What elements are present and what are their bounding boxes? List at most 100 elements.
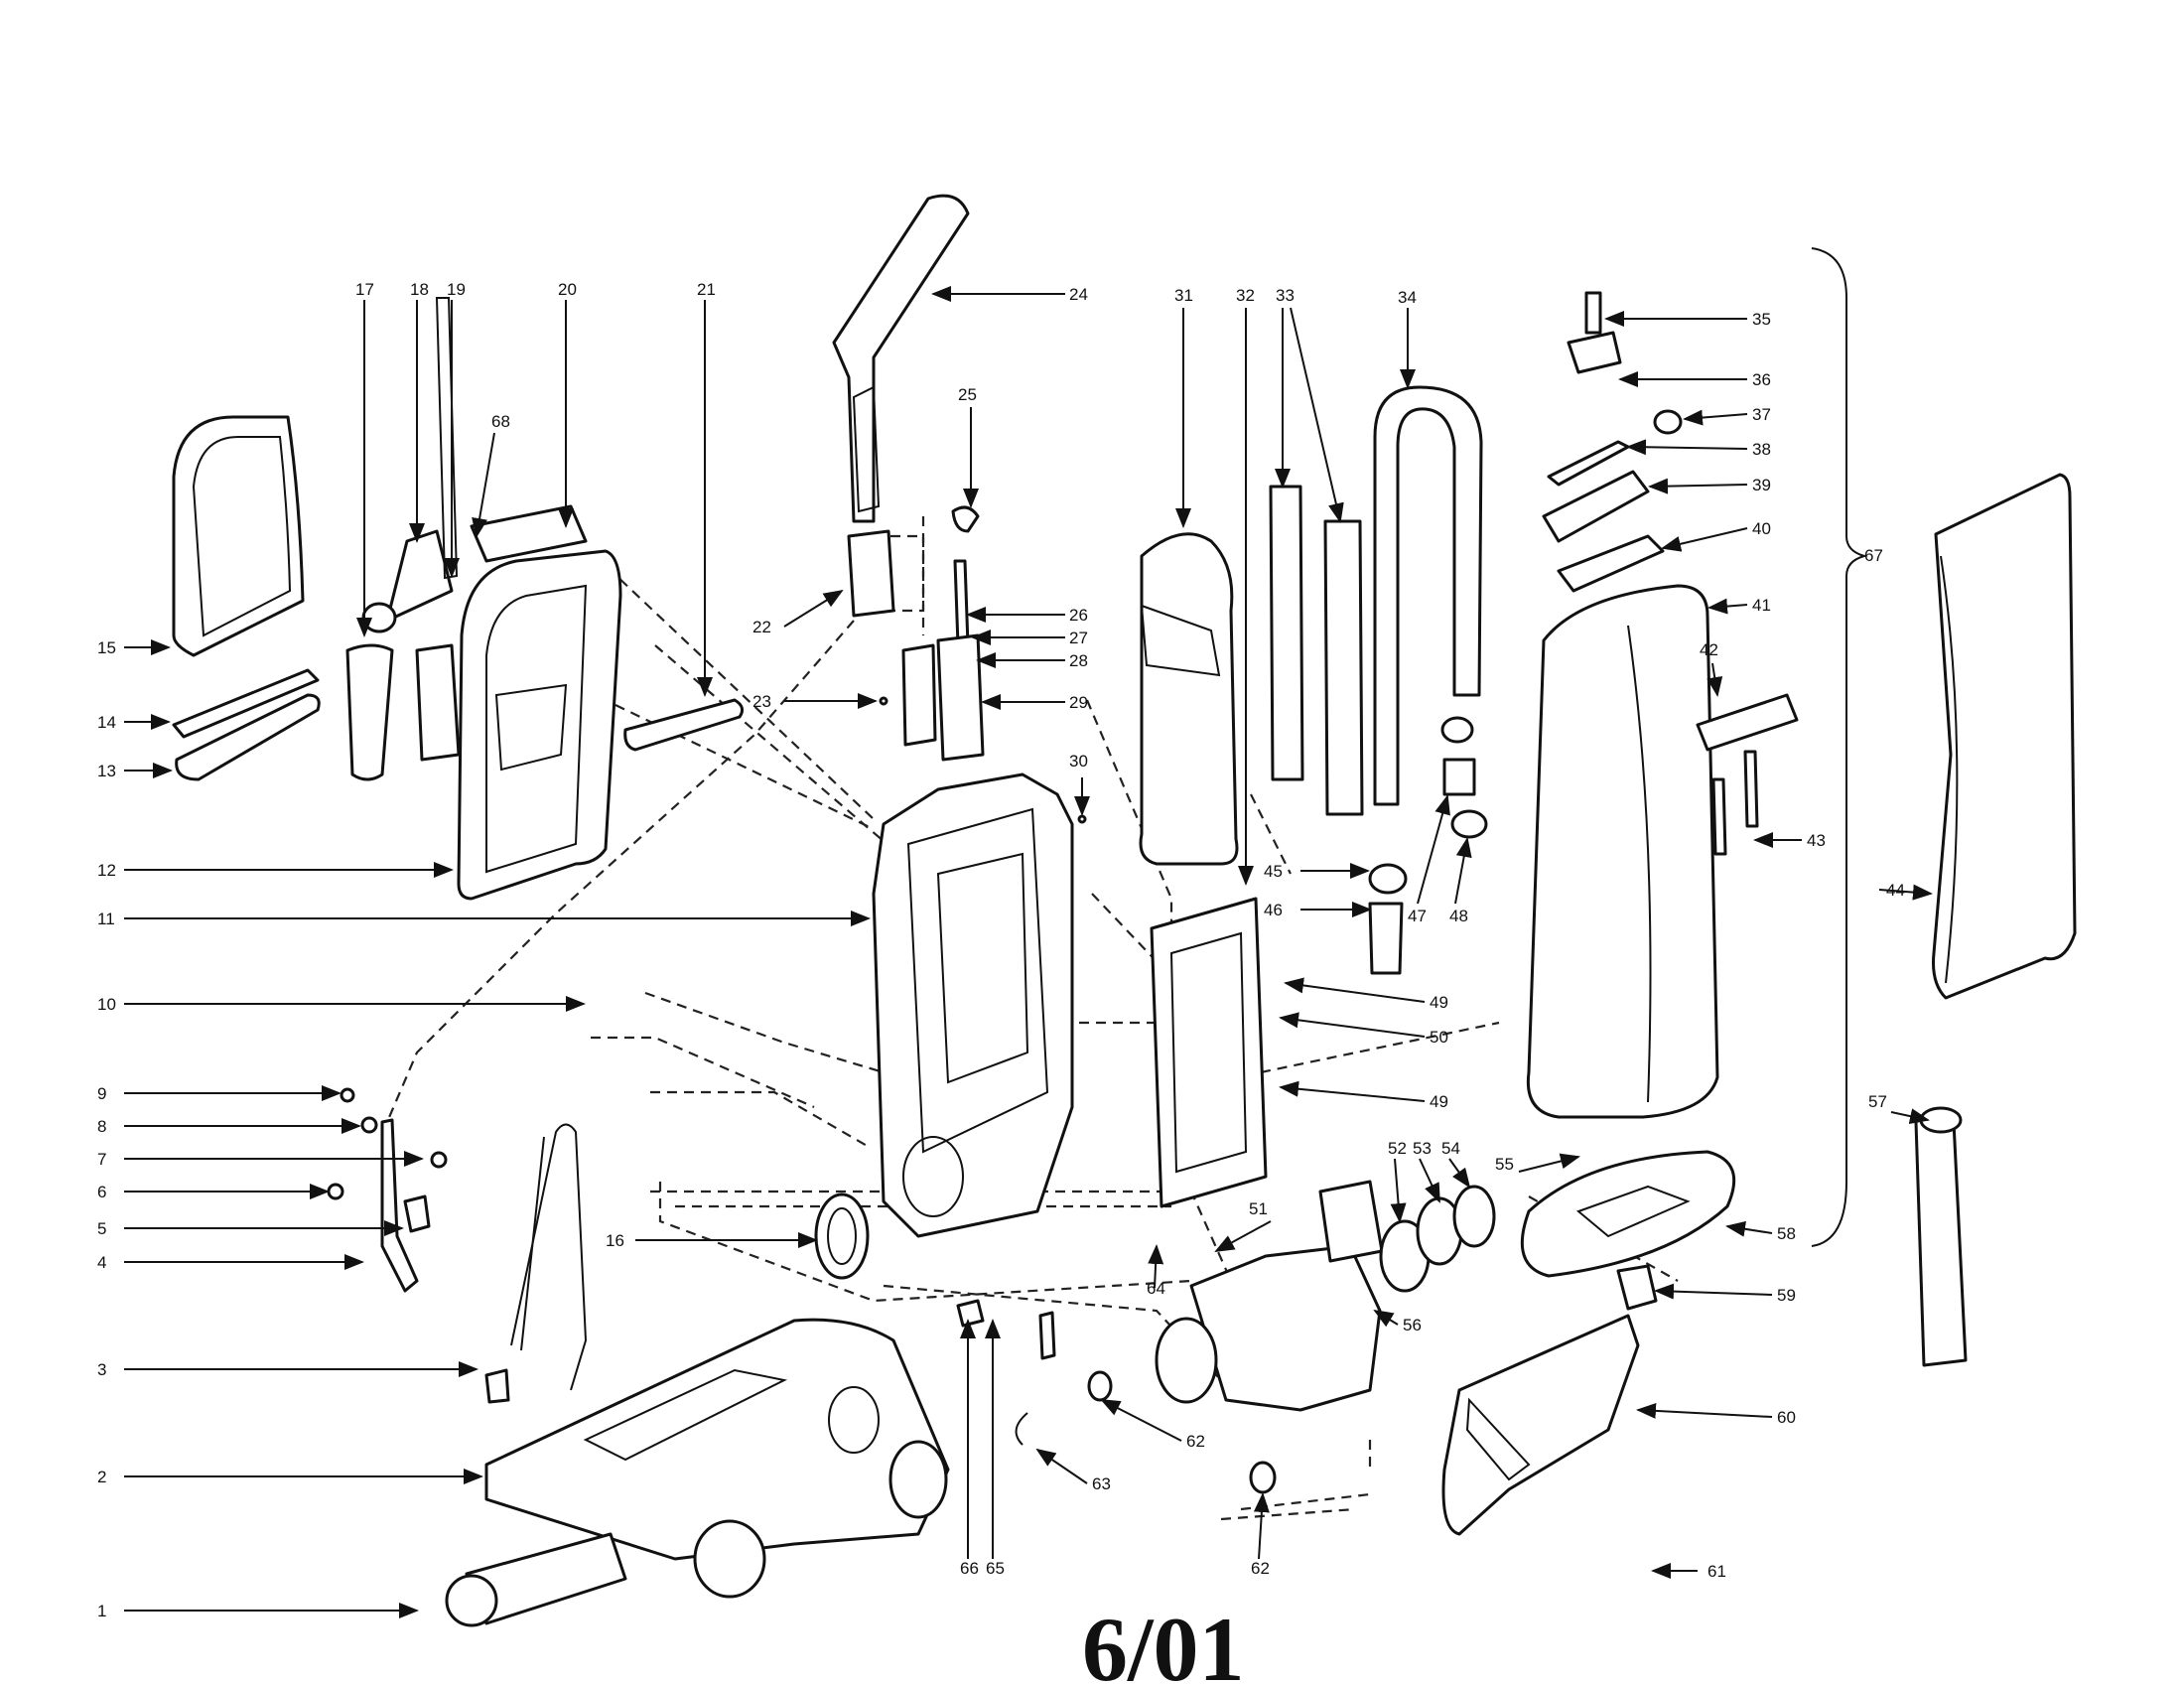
leader-line [1253, 1492, 1270, 1560]
screw-part [1077, 814, 1087, 824]
callout-label-12: 12 [97, 861, 116, 880]
leader-line [1100, 1399, 1182, 1442]
bumper-guard-part [175, 693, 321, 781]
callout-label-65: 65 [986, 1559, 1005, 1578]
callout-label-1: 1 [97, 1602, 106, 1620]
callout-label-44: 44 [1886, 881, 1905, 900]
dust-bag-part [1932, 473, 2077, 1000]
callout-label-39: 39 [1752, 476, 1771, 494]
leader-line [1454, 837, 1472, 905]
callout-label-60: 60 [1777, 1408, 1796, 1427]
leader-line [1878, 884, 1933, 901]
callout-label-42: 42 [1700, 640, 1718, 659]
callout-label-23: 23 [752, 692, 771, 711]
leader-line [1390, 1158, 1407, 1223]
callout-label-36: 36 [1752, 370, 1771, 389]
callout-label-16: 16 [606, 1231, 624, 1250]
crevice-tool-part [345, 643, 394, 781]
leader-line [1284, 977, 1426, 1003]
callout-label-22: 22 [752, 618, 771, 636]
callout-label-34: 34 [1398, 288, 1417, 307]
callout-label-2: 2 [97, 1468, 106, 1486]
leader-line [1707, 598, 1748, 615]
bag-tray-part [1520, 1150, 1736, 1278]
callout-label-40: 40 [1752, 519, 1771, 538]
leader-line [1214, 1220, 1272, 1252]
label-plate-part [1696, 693, 1799, 752]
callout-label-67: 67 [1864, 546, 1883, 565]
leader-line [1725, 1220, 1773, 1237]
leader-line [1706, 662, 1723, 697]
callout-label-10: 10 [97, 995, 116, 1014]
callout-label-9: 9 [97, 1084, 106, 1103]
leader-line [1417, 794, 1450, 905]
upholstery-tool-part [361, 529, 454, 633]
leader-line [1279, 1080, 1426, 1102]
leader-line [472, 432, 495, 538]
revision-date-label: 6/01 [1082, 1599, 1245, 1684]
callout-label-46: 46 [1264, 901, 1283, 919]
leader-line [1890, 1108, 1930, 1125]
main-body-part [872, 772, 1074, 1238]
leader-line [1648, 478, 1748, 494]
callout-label-62: 62 [1186, 1432, 1205, 1451]
callout-label-26: 26 [1069, 606, 1088, 625]
callout-label-64: 64 [1147, 1279, 1165, 1298]
callout-label-62b: 62 [1251, 1559, 1270, 1578]
callout-label-35: 35 [1752, 310, 1771, 329]
callout-label-19: 19 [447, 280, 466, 299]
washer-part [340, 1087, 355, 1103]
callout-label-29: 29 [1069, 693, 1088, 712]
callout-label-8: 8 [97, 1117, 106, 1136]
screw-part [430, 1151, 448, 1169]
callout-label-53: 53 [1413, 1139, 1432, 1158]
callout-label-52: 52 [1388, 1139, 1407, 1158]
callout-label-7: 7 [97, 1150, 106, 1169]
power-cord-part [484, 1123, 588, 1404]
callout-label-27: 27 [1069, 629, 1088, 647]
leader-line [1518, 1153, 1580, 1173]
callout-labels: 1 2 3 4 5 6 7 8 9 10 11 12 13 14 15 16 1… [97, 280, 1905, 1620]
bag-housing-part [1526, 584, 1719, 1119]
callout-label-49b: 49 [1430, 1092, 1448, 1111]
callout-label-32: 32 [1236, 286, 1255, 305]
rear-cover-part [457, 549, 622, 901]
bag-door-part [1139, 532, 1239, 866]
cord-clip-part [951, 505, 980, 533]
callout-label-47: 47 [1408, 907, 1427, 925]
callout-label-18: 18 [410, 280, 429, 299]
leader-line [1661, 527, 1748, 552]
leader-line [1290, 307, 1344, 523]
callout-label-13: 13 [97, 762, 116, 780]
callout-label-11: 11 [97, 910, 115, 928]
callout-label-38: 38 [1752, 440, 1771, 459]
cord-clip-part [403, 1194, 431, 1233]
callout-label-5: 5 [97, 1219, 106, 1238]
leader-line [1419, 1158, 1440, 1203]
switch-box-part [847, 529, 895, 618]
callout-label-66: 66 [960, 1559, 979, 1578]
callout-label-30: 30 [1069, 752, 1088, 771]
extension-wand-part [1269, 485, 1304, 781]
callout-label-48: 48 [1449, 907, 1468, 925]
callout-label-24: 24 [1069, 285, 1088, 304]
callout-leader-lines [124, 286, 1933, 1618]
leader-line [1448, 1158, 1471, 1189]
callout-label-63: 63 [1092, 1474, 1111, 1493]
washer-part [360, 1116, 378, 1134]
leader-line [1148, 1244, 1164, 1289]
callout-label-20: 20 [558, 280, 577, 299]
callout-label-50: 50 [1430, 1028, 1448, 1047]
bottom-cover-part [1441, 1314, 1640, 1536]
leader-line [1279, 1012, 1426, 1038]
switch-lever-part [1616, 1264, 1658, 1311]
leader-line [1636, 1402, 1773, 1419]
dusting-brush-part [415, 643, 461, 762]
leader-line [1373, 1309, 1399, 1328]
callout-label-28: 28 [1069, 651, 1088, 670]
brush-roll-part [445, 1532, 627, 1627]
bumper-strip-part [172, 668, 320, 739]
wand-tube-part [435, 297, 459, 580]
spring-clip-part [901, 643, 937, 747]
